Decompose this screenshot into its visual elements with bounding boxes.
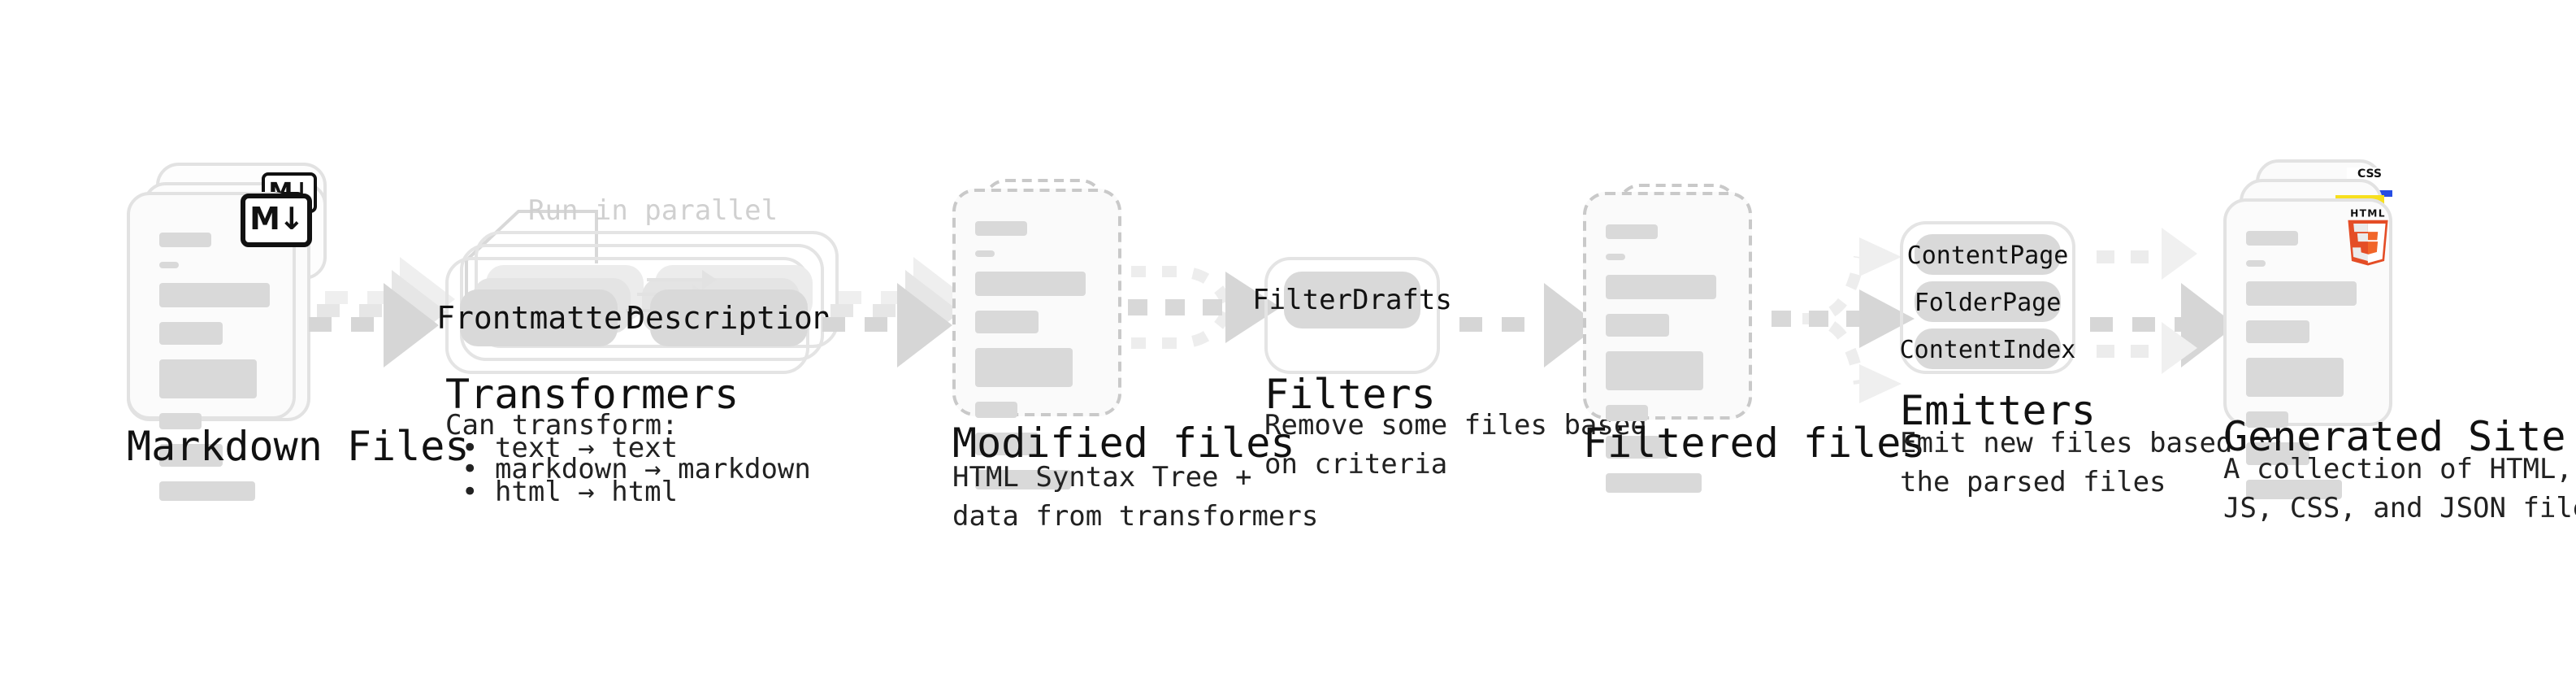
run-in-parallel-label: Run in parallel [528, 195, 778, 228]
markdown-skeleton [159, 233, 270, 516]
emitters-panel [1900, 221, 2075, 374]
transformers-title: Transformers [445, 371, 739, 418]
emitter-node-contentindex[interactable]: ContentIndex [1900, 328, 2075, 369]
generated-site-title: Generated Site [2223, 413, 2566, 460]
emitter-node-contentpage-label: ContentPage [1906, 240, 2069, 269]
site-skeleton [2246, 231, 2357, 514]
transformers-bullet-1: • markdown → markdown [462, 454, 811, 486]
modified-files-subtitle: HTML Syntax Tree + data from transformer… [952, 462, 1319, 533]
arrow-markdown-to-transformers [309, 283, 439, 368]
arrow-modified-to-filters-fan [1128, 266, 1281, 349]
emitter-node-contentpage[interactable]: ContentPage [1907, 234, 2068, 275]
emitters-title: Emitters [1900, 387, 2096, 434]
filters-title: Filters [1264, 371, 1436, 418]
transformer-node-frontmatter[interactable]: Frontmatter [436, 289, 641, 346]
transformer-node-description-label: Description [627, 300, 831, 336]
transformers-bullet-0: • text → text [462, 433, 679, 465]
transformers-subtitle-head: Can transform: [445, 410, 679, 442]
transformer-link-back [647, 270, 717, 289]
transformer-node-frontmatter-label: Frontmatter [436, 300, 641, 336]
modified-skeleton [975, 221, 1086, 504]
emitter-node-contentindex-label: ContentIndex [1899, 334, 2076, 363]
filter-node-filterdrafts[interactable]: FilterDrafts [1252, 272, 1452, 328]
modified-files-title: Modified files [952, 420, 1295, 467]
generated-site-subtitle: A collection of HTML, JS, CSS, and JSON … [2223, 454, 2576, 525]
arrow-emitters-to-site-top [2097, 228, 2227, 286]
filtered-files-title: Filtered files [1583, 420, 1926, 467]
emitters-subtitle: Emit new files based on the parsed files [1900, 428, 2283, 499]
svg-text:HTML: HTML [2350, 208, 2386, 220]
filters-subtitle: Remove some files based on criteria [1264, 410, 1647, 481]
html5-icon: HTML [2348, 208, 2388, 266]
arrow-emitters-to-site-bottom [2097, 322, 2227, 381]
emitter-node-folderpage-label: FolderPage [1914, 287, 2062, 316]
arrow-filtered-to-emitters-fan [1772, 237, 1915, 403]
arrow-transformers-to-modified [822, 283, 952, 368]
transformers-panel-front [445, 257, 809, 374]
filtered-skeleton [1606, 224, 1716, 507]
transformer-node-description[interactable]: Description [627, 289, 831, 346]
filters-panel [1264, 257, 1440, 374]
transformers-bullet-2: • html → html [462, 476, 679, 509]
emitter-node-folderpage[interactable]: FolderPage [1915, 281, 2061, 322]
markdown-files-title: Markdown Files [127, 423, 470, 470]
filter-node-filterdrafts-label: FilterDrafts [1252, 284, 1452, 316]
markdown-icon-front: M↓ [241, 194, 312, 247]
